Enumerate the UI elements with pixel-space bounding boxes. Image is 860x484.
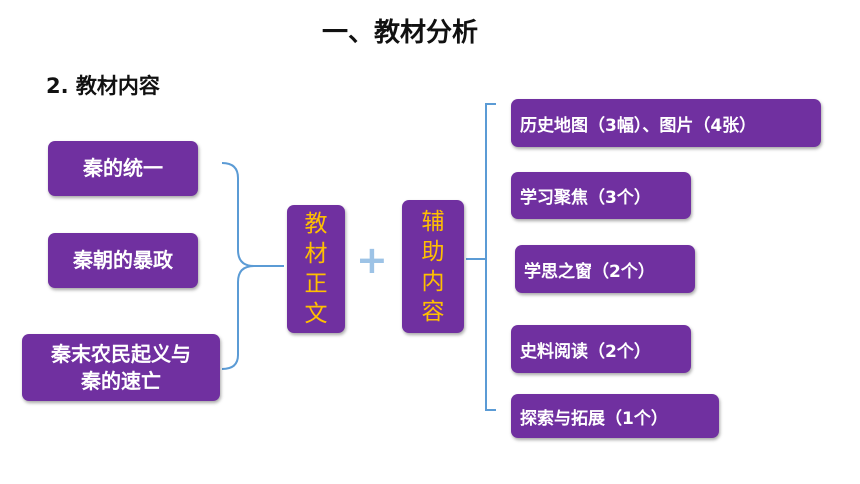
- aux-text-box: 辅 助 内 容: [402, 200, 464, 333]
- main-text-char: 文: [304, 301, 328, 327]
- slide-title: 一、教材分析: [321, 18, 478, 48]
- main-text-box: 教 材 正 文: [287, 205, 345, 333]
- plus-sign: +: [356, 238, 388, 282]
- section-subtitle: 2. 教材内容: [46, 74, 160, 98]
- main-text-char: 教: [304, 211, 328, 237]
- aux-text-char: 助: [421, 238, 445, 265]
- right-item-source-reading: 史料阅读（2个）: [511, 325, 691, 373]
- left-item-qin-unification: 秦的统一: [48, 141, 198, 196]
- aux-text-char: 辅: [421, 208, 445, 235]
- right-item-maps-images: 历史地图（3幅）、图片（4张）: [511, 99, 821, 147]
- aux-text-char: 容: [421, 298, 445, 325]
- right-bracket: [485, 103, 496, 411]
- aux-text-char: 内: [421, 268, 445, 295]
- right-item-thinking-window: 学思之窗（2个）: [515, 245, 695, 293]
- left-item-qin-tyranny: 秦朝的暴政: [48, 233, 198, 288]
- left-bracket: [221, 162, 255, 370]
- right-item-exploration: 探索与拓展（1个）: [511, 394, 719, 438]
- main-text-char: 材: [304, 241, 328, 267]
- left-item-qin-fall: 秦末农民起义与 秦的速亡: [22, 334, 220, 401]
- main-text-char: 正: [304, 271, 328, 297]
- right-item-learning-focus: 学习聚焦（3个）: [511, 172, 691, 219]
